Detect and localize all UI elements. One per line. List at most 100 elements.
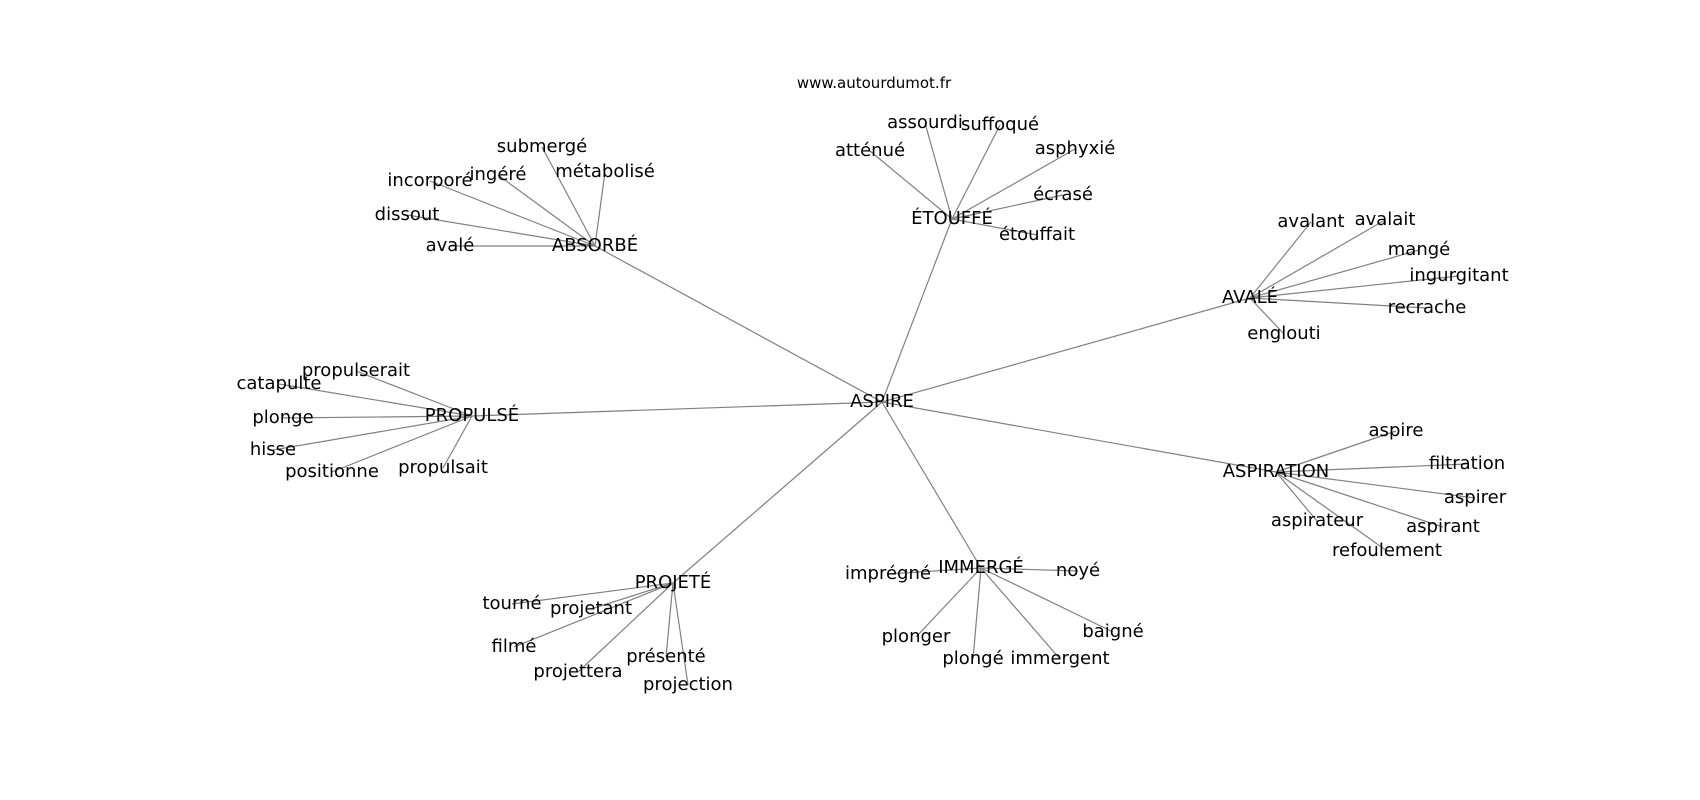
edge-avale-avalait <box>1249 219 1386 299</box>
node-hub-absorbe: ABSORBÉ <box>552 234 638 256</box>
node-leaf-mange: mangé <box>1388 239 1450 260</box>
node-leaf-dissout: dissout <box>375 204 440 225</box>
edge-immerge-plonger <box>915 567 982 638</box>
node-hub-projete: PROJETÉ <box>635 571 712 593</box>
node-leaf-ecrase: écrasé <box>1033 184 1093 205</box>
node-leaf-aspirer: aspirer <box>1444 487 1507 508</box>
source-label: www.autourdumot.fr <box>797 74 952 92</box>
node-leaf-avalant: avalant <box>1277 211 1344 232</box>
edge-avale-recrache <box>1249 297 1428 309</box>
edge-etouffe-ecrase <box>951 194 1064 220</box>
node-leaf-propulsait: propulsait <box>398 457 488 478</box>
edge-absorbe-dissout <box>406 214 596 247</box>
edge-immerge-noye <box>980 567 1079 572</box>
edge-center-immerge <box>881 401 982 569</box>
node-leaf-projection: projection <box>643 674 733 695</box>
edge-immerge-plonge <box>972 567 982 660</box>
edge-etouffe-etouffait <box>951 218 1038 236</box>
edge-projete-projetant <box>590 582 674 610</box>
node-leaf-immergent: immergent <box>1010 648 1109 669</box>
edge-etouffe-asphyxie <box>951 148 1076 220</box>
node-leaf-noye: noyé <box>1056 560 1100 581</box>
edge-absorbe-submerge <box>541 146 596 247</box>
node-leaf-attenue: atténué <box>835 140 905 161</box>
edge-aspiration-aspire <box>1275 430 1397 473</box>
node-leaf-avalait: avalait <box>1355 209 1416 230</box>
node-hub-immerge: IMMERGÉ <box>938 556 1024 578</box>
edge-aspiration-filtration <box>1275 463 1468 473</box>
edge-absorbe-incorpore <box>429 180 596 247</box>
edge-propulse-catapulte <box>278 383 473 417</box>
edge-center-propulse <box>471 401 883 417</box>
node-leaf-baigne: baigné <box>1082 621 1143 642</box>
edge-absorbe-ingere <box>497 174 596 247</box>
node-leaf-impregne: imprégné <box>845 563 931 584</box>
edge-immerge-immergent <box>980 567 1061 660</box>
edge-center-projete <box>672 401 883 584</box>
node-hub-avale: AVALÉ <box>1222 286 1278 308</box>
node-leaf-submerge: submergé <box>497 136 587 157</box>
edge-projete-projettera <box>577 582 674 673</box>
edge-center-etouffe <box>881 218 953 403</box>
edge-etouffe-attenue <box>869 150 953 220</box>
edge-center-absorbe <box>594 245 883 403</box>
edge-avale-avalant <box>1249 221 1312 299</box>
node-leaf-aspirant: aspirant <box>1406 516 1480 537</box>
edge-center-avale <box>881 297 1251 403</box>
node-leaf-recrache: recrache <box>1388 297 1467 318</box>
node-leaf-ingurgitant: ingurgitant <box>1409 265 1508 286</box>
edge-immerge-impregne <box>887 567 982 575</box>
edge-etouffe-assourdi <box>924 122 953 220</box>
node-center-aspire: ASPIRE <box>850 391 914 412</box>
node-leaf-etouffait: étouffait <box>999 224 1075 245</box>
edge-aspiration-aspirer <box>1275 471 1476 499</box>
node-leaf-positionne: positionne <box>285 461 379 482</box>
edge-absorbe-metabolise <box>594 171 606 247</box>
node-hub-propulse: PROPULSÉ <box>425 404 519 426</box>
node-leaf-hisse: hisse <box>250 439 296 460</box>
edge-projete-presente <box>665 582 674 658</box>
node-leaf-projettera: projettera <box>533 661 622 682</box>
edge-propulse-hisse <box>272 415 473 451</box>
node-leaf-incorpore: incorporé <box>387 170 472 191</box>
node-leaf-metabolise: métabolisé <box>555 161 655 182</box>
node-leaf-propulserait: propulserait <box>302 360 410 381</box>
node-leaf-plonge: plongé <box>942 648 1003 669</box>
edge-aspiration-refoulement <box>1275 471 1388 552</box>
edge-aspiration-aspirant <box>1275 471 1444 528</box>
edge-propulse-propulsait <box>442 415 473 469</box>
node-hub-aspiration: ASPIRATION <box>1223 461 1330 482</box>
node-leaf-plonge: plonge <box>252 407 313 428</box>
edge-immerge-baigne <box>980 567 1114 633</box>
node-leaf-aspirateur: aspirateur <box>1271 510 1364 531</box>
node-leaf-englouti: englouti <box>1247 323 1320 344</box>
node-leaf-projetant: projetant <box>550 598 632 619</box>
node-leaf-avale: avalé <box>426 235 475 256</box>
edge-projete-tourne <box>511 582 674 605</box>
node-leaf-tourne: tourné <box>482 593 541 614</box>
edge-propulse-propulserait <box>355 370 473 417</box>
edge-avale-englouti <box>1249 297 1285 335</box>
node-leaf-asphyxie: asphyxié <box>1035 138 1116 159</box>
graph-edges <box>272 122 1476 686</box>
node-leaf-assourdi: assourdi <box>887 112 963 133</box>
edge-projete-filme <box>513 582 674 648</box>
node-leaf-filme: filmé <box>492 636 537 657</box>
node-leaf-catapulte: catapulte <box>237 373 322 394</box>
edge-projete-projection <box>672 582 689 686</box>
node-leaf-suffoque: suffoqué <box>961 114 1039 135</box>
edge-center-aspiration <box>881 401 1277 473</box>
edge-avale-ingurgitant <box>1249 275 1460 299</box>
node-leaf-aspire: aspire <box>1369 420 1424 441</box>
edge-propulse-plonge <box>282 415 473 419</box>
edge-propulse-positionne <box>331 415 473 473</box>
node-leaf-ingere: ingéré <box>470 164 527 185</box>
edge-aspiration-aspirateur <box>1275 471 1318 522</box>
node-leaf-plonger: plonger <box>882 626 951 647</box>
node-leaf-filtration: filtration <box>1429 453 1505 474</box>
node-leaf-presente: présenté <box>626 646 706 667</box>
graph-labels: ASPIRE ABSORBÉ submergé ingéré métabolisé inc… <box>237 112 1509 695</box>
node-hub-etouffe: ÉTOUFFÉ <box>911 207 993 229</box>
edge-avale-mange <box>1249 249 1420 299</box>
